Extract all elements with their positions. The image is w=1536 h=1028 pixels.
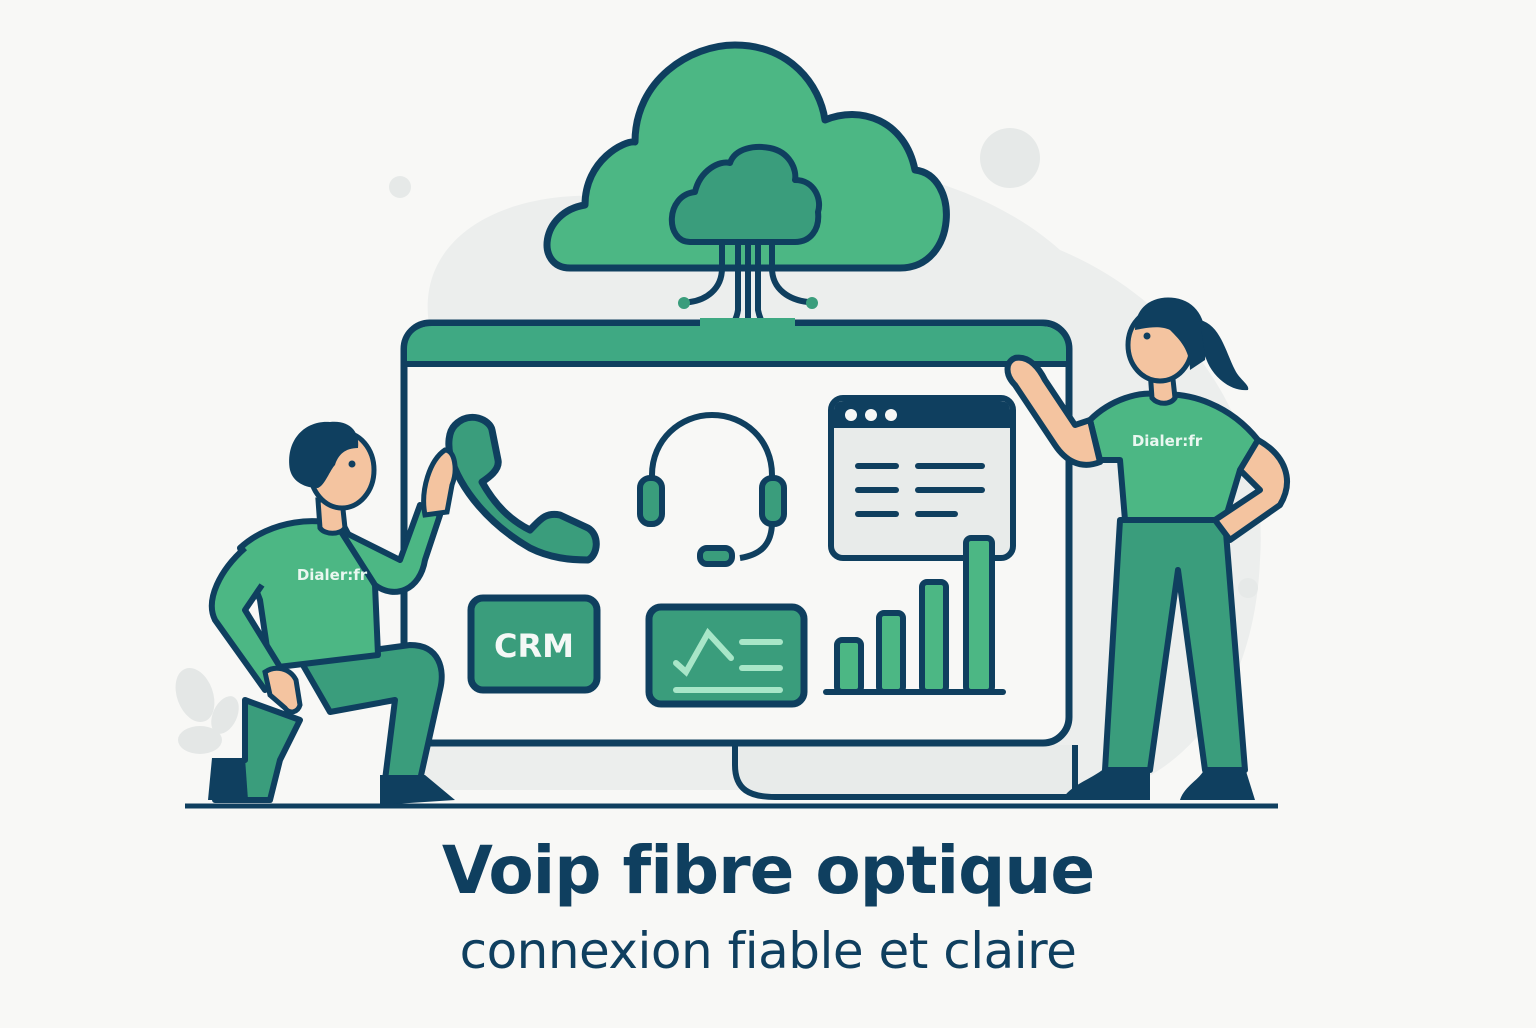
kneeling-man-character: Dialer:fr [208, 421, 458, 805]
analytics-card-icon [645, 603, 808, 708]
bar-chart-icon [823, 535, 1006, 695]
plant-icon [175, 667, 239, 754]
page-title: Voip fibre optique [441, 832, 1095, 909]
phone-handset-icon [445, 413, 600, 564]
man-shirt-text: Dialer:fr [297, 566, 368, 584]
headset-icon [637, 411, 787, 567]
browser-window-icon [828, 395, 1016, 561]
page-subtitle: connexion fiable et claire [459, 922, 1077, 980]
crm-badge-icon: CRM [467, 594, 601, 694]
crm-label: CRM [494, 627, 574, 665]
cloud-network-icon [543, 41, 950, 354]
decor-circle [980, 128, 1040, 188]
woman-shirt-text: Dialer:fr [1132, 432, 1203, 450]
standing-woman-character: Dialer:fr [1004, 297, 1290, 800]
